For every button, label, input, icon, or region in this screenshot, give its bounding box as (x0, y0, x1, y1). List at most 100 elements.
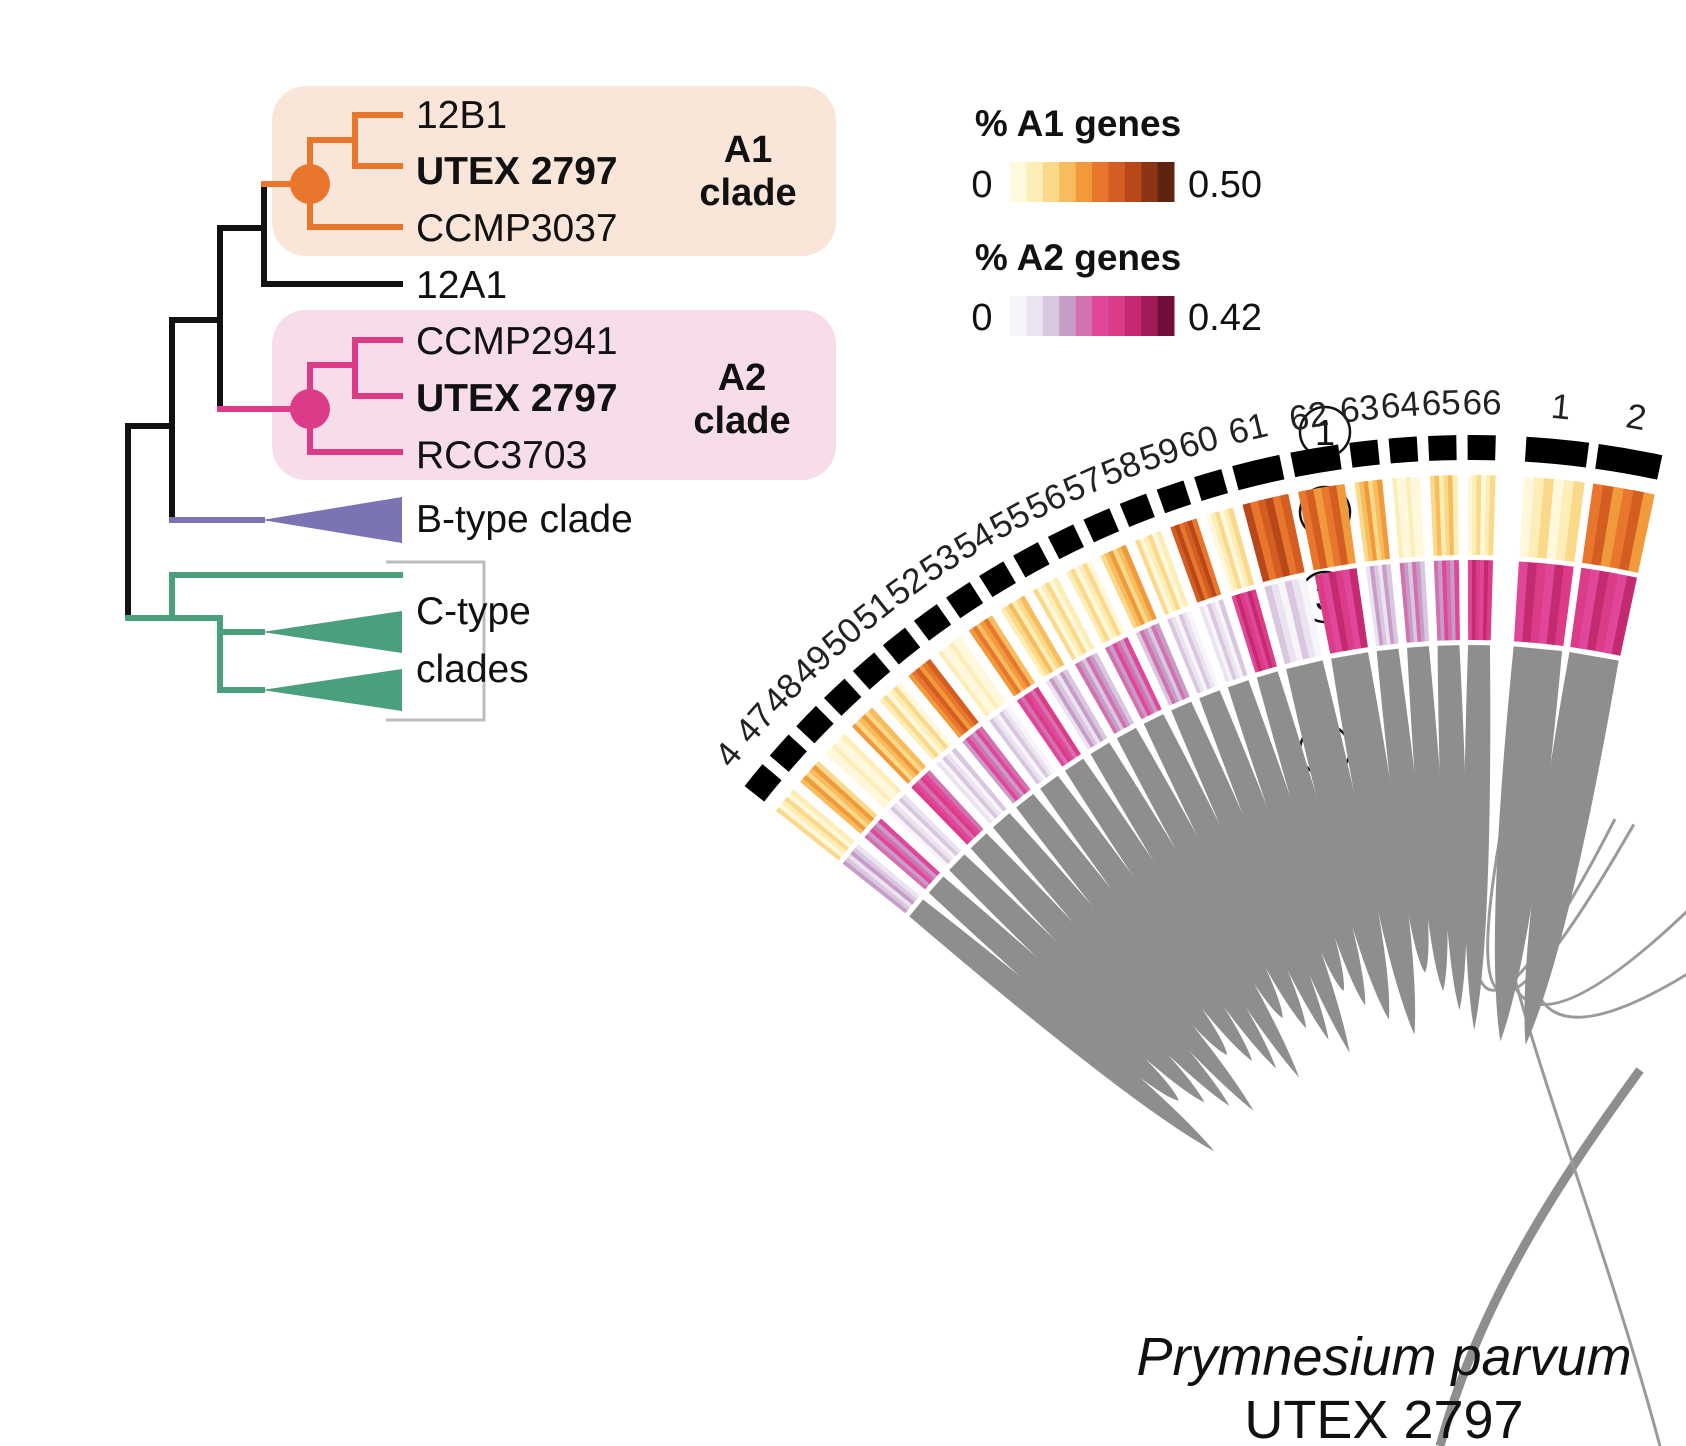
synteny-ribbon (1407, 646, 1448, 991)
chromosome-band (1388, 436, 1419, 464)
a2-heat-cell (1119, 638, 1159, 713)
a1-heat-cell (879, 697, 937, 761)
a1-heat-cell (1108, 550, 1146, 626)
a2-heat-cell (923, 772, 981, 835)
a1-clade-label: A1 (724, 129, 773, 171)
a1-heat-cell (1227, 507, 1255, 586)
a1-heat-cell (1104, 551, 1142, 627)
synteny-link (1435, 1067, 1644, 1446)
a2-heat-cell (901, 793, 962, 854)
chromosome-label: 61 (1225, 405, 1272, 452)
synteny-ribbon (1090, 742, 1300, 1078)
a2-heat-cell (1381, 564, 1395, 645)
a1-heat-cell (952, 638, 1004, 707)
a2-heat-cell (1062, 668, 1108, 741)
a1-heat-cell (1372, 479, 1386, 560)
a1-heat-cell (1528, 477, 1545, 558)
a1-heat-cell (1471, 475, 1478, 556)
a2-clade-label: clade (693, 400, 790, 442)
a2-heat-cell (1578, 569, 1601, 650)
a1-clade-box (272, 86, 836, 256)
a2-heat-cell (1399, 562, 1411, 643)
a1-heat-cell (1066, 570, 1107, 644)
a1-heat-cell (1414, 476, 1425, 557)
c-clade-triangle-1 (262, 611, 402, 653)
a2-heat-cell (948, 750, 1004, 815)
a1-heat-cell (925, 658, 979, 726)
a2-heat-cell (1182, 611, 1216, 689)
a1-heat-cell (1519, 476, 1535, 558)
a2-heat-cell (1139, 629, 1177, 705)
a2-heat-cell (852, 847, 918, 902)
chromosome-segment (1388, 436, 1448, 991)
synteny-ribbon (1199, 690, 1350, 1053)
a2-heat-cell (895, 799, 957, 859)
a1-heat-cell (1320, 486, 1342, 567)
a2-color-scale (1010, 296, 1175, 336)
a1-heat-cell (1467, 474, 1473, 556)
legend-swatch (1059, 296, 1077, 336)
a1-heat-cell (1429, 475, 1439, 556)
a1-heat-cell (864, 710, 924, 773)
chromosome-segment (1047, 524, 1307, 1029)
a2-heat-cell (1291, 578, 1317, 659)
a1-heat-cell (1591, 485, 1615, 566)
tip-label: C-type (416, 590, 531, 633)
a1-heat-cell (1015, 597, 1061, 670)
a1-heat-cell (1328, 485, 1349, 566)
a1-heat-cell (841, 733, 902, 794)
a1-heat-cell (1048, 579, 1091, 653)
chromosome-band (1428, 435, 1457, 461)
a2-heat-cell (1002, 708, 1053, 776)
a2-heat-cell (845, 856, 911, 911)
chromosome-band (1119, 493, 1155, 528)
a1-heat-cell (825, 749, 887, 809)
a2-heat-cell (965, 736, 1020, 802)
a2-heat-cell (867, 830, 931, 887)
synteny-ribbon (909, 899, 1215, 1152)
a1-heat-cell (1143, 535, 1178, 612)
a1-heat-cell (1358, 481, 1374, 562)
chromosome-band (769, 734, 807, 772)
a2-heat-cell (1045, 679, 1092, 750)
chromosome-segment (823, 678, 1230, 1106)
a1-heat-cell (1052, 577, 1095, 651)
chromosome-segment (852, 652, 1254, 1111)
a2-heat-cell (1059, 670, 1105, 743)
a1-heat-cell (851, 722, 912, 784)
chromosome-segment (1290, 444, 1416, 1035)
a2-heat-cell (1170, 616, 1205, 693)
a2-heat-cell (1486, 560, 1494, 641)
a1-heat-cell (1619, 490, 1645, 571)
synteny-ribbon (1464, 645, 1491, 1031)
a1-heat-cell (1396, 477, 1409, 558)
a2-heat-cell (914, 781, 973, 843)
chromosome-label: 4 (707, 735, 750, 775)
chromosome-segment (913, 604, 1253, 1061)
a2-heat-cell (1115, 640, 1156, 715)
a1-heat-cell (1008, 602, 1054, 674)
synteny-ribbon (1040, 775, 1253, 1061)
a2-heat-cell (1611, 575, 1638, 656)
a2-heat-cell (1513, 561, 1529, 642)
a1-heat-cell (1313, 487, 1336, 568)
a2-heat-cell (1467, 559, 1473, 641)
a2-heat-cell (992, 715, 1044, 783)
a2-heat-cell (855, 844, 920, 900)
a1-heat-cell (1264, 497, 1291, 577)
a2-heat-cell (1314, 573, 1337, 654)
legend-swatch (1108, 296, 1126, 336)
a2-heat-cell (842, 859, 909, 914)
a2-heat-cell (1108, 644, 1149, 718)
a1-heat-cell (1272, 495, 1298, 576)
a2-heat-cell (1554, 565, 1574, 647)
a1-heat-cell (1151, 532, 1185, 609)
synteny-ribbon (1376, 648, 1429, 973)
c-clade-triangle-2 (262, 669, 402, 711)
a2-heat-cell (1235, 593, 1263, 672)
a2-heat-cell (1407, 562, 1419, 643)
synteny-ribbon (1256, 671, 1366, 1006)
a2-heat-cell (872, 824, 936, 882)
chromosome-label: 2 (1623, 396, 1649, 438)
a1-clade-label: clade (699, 172, 796, 214)
